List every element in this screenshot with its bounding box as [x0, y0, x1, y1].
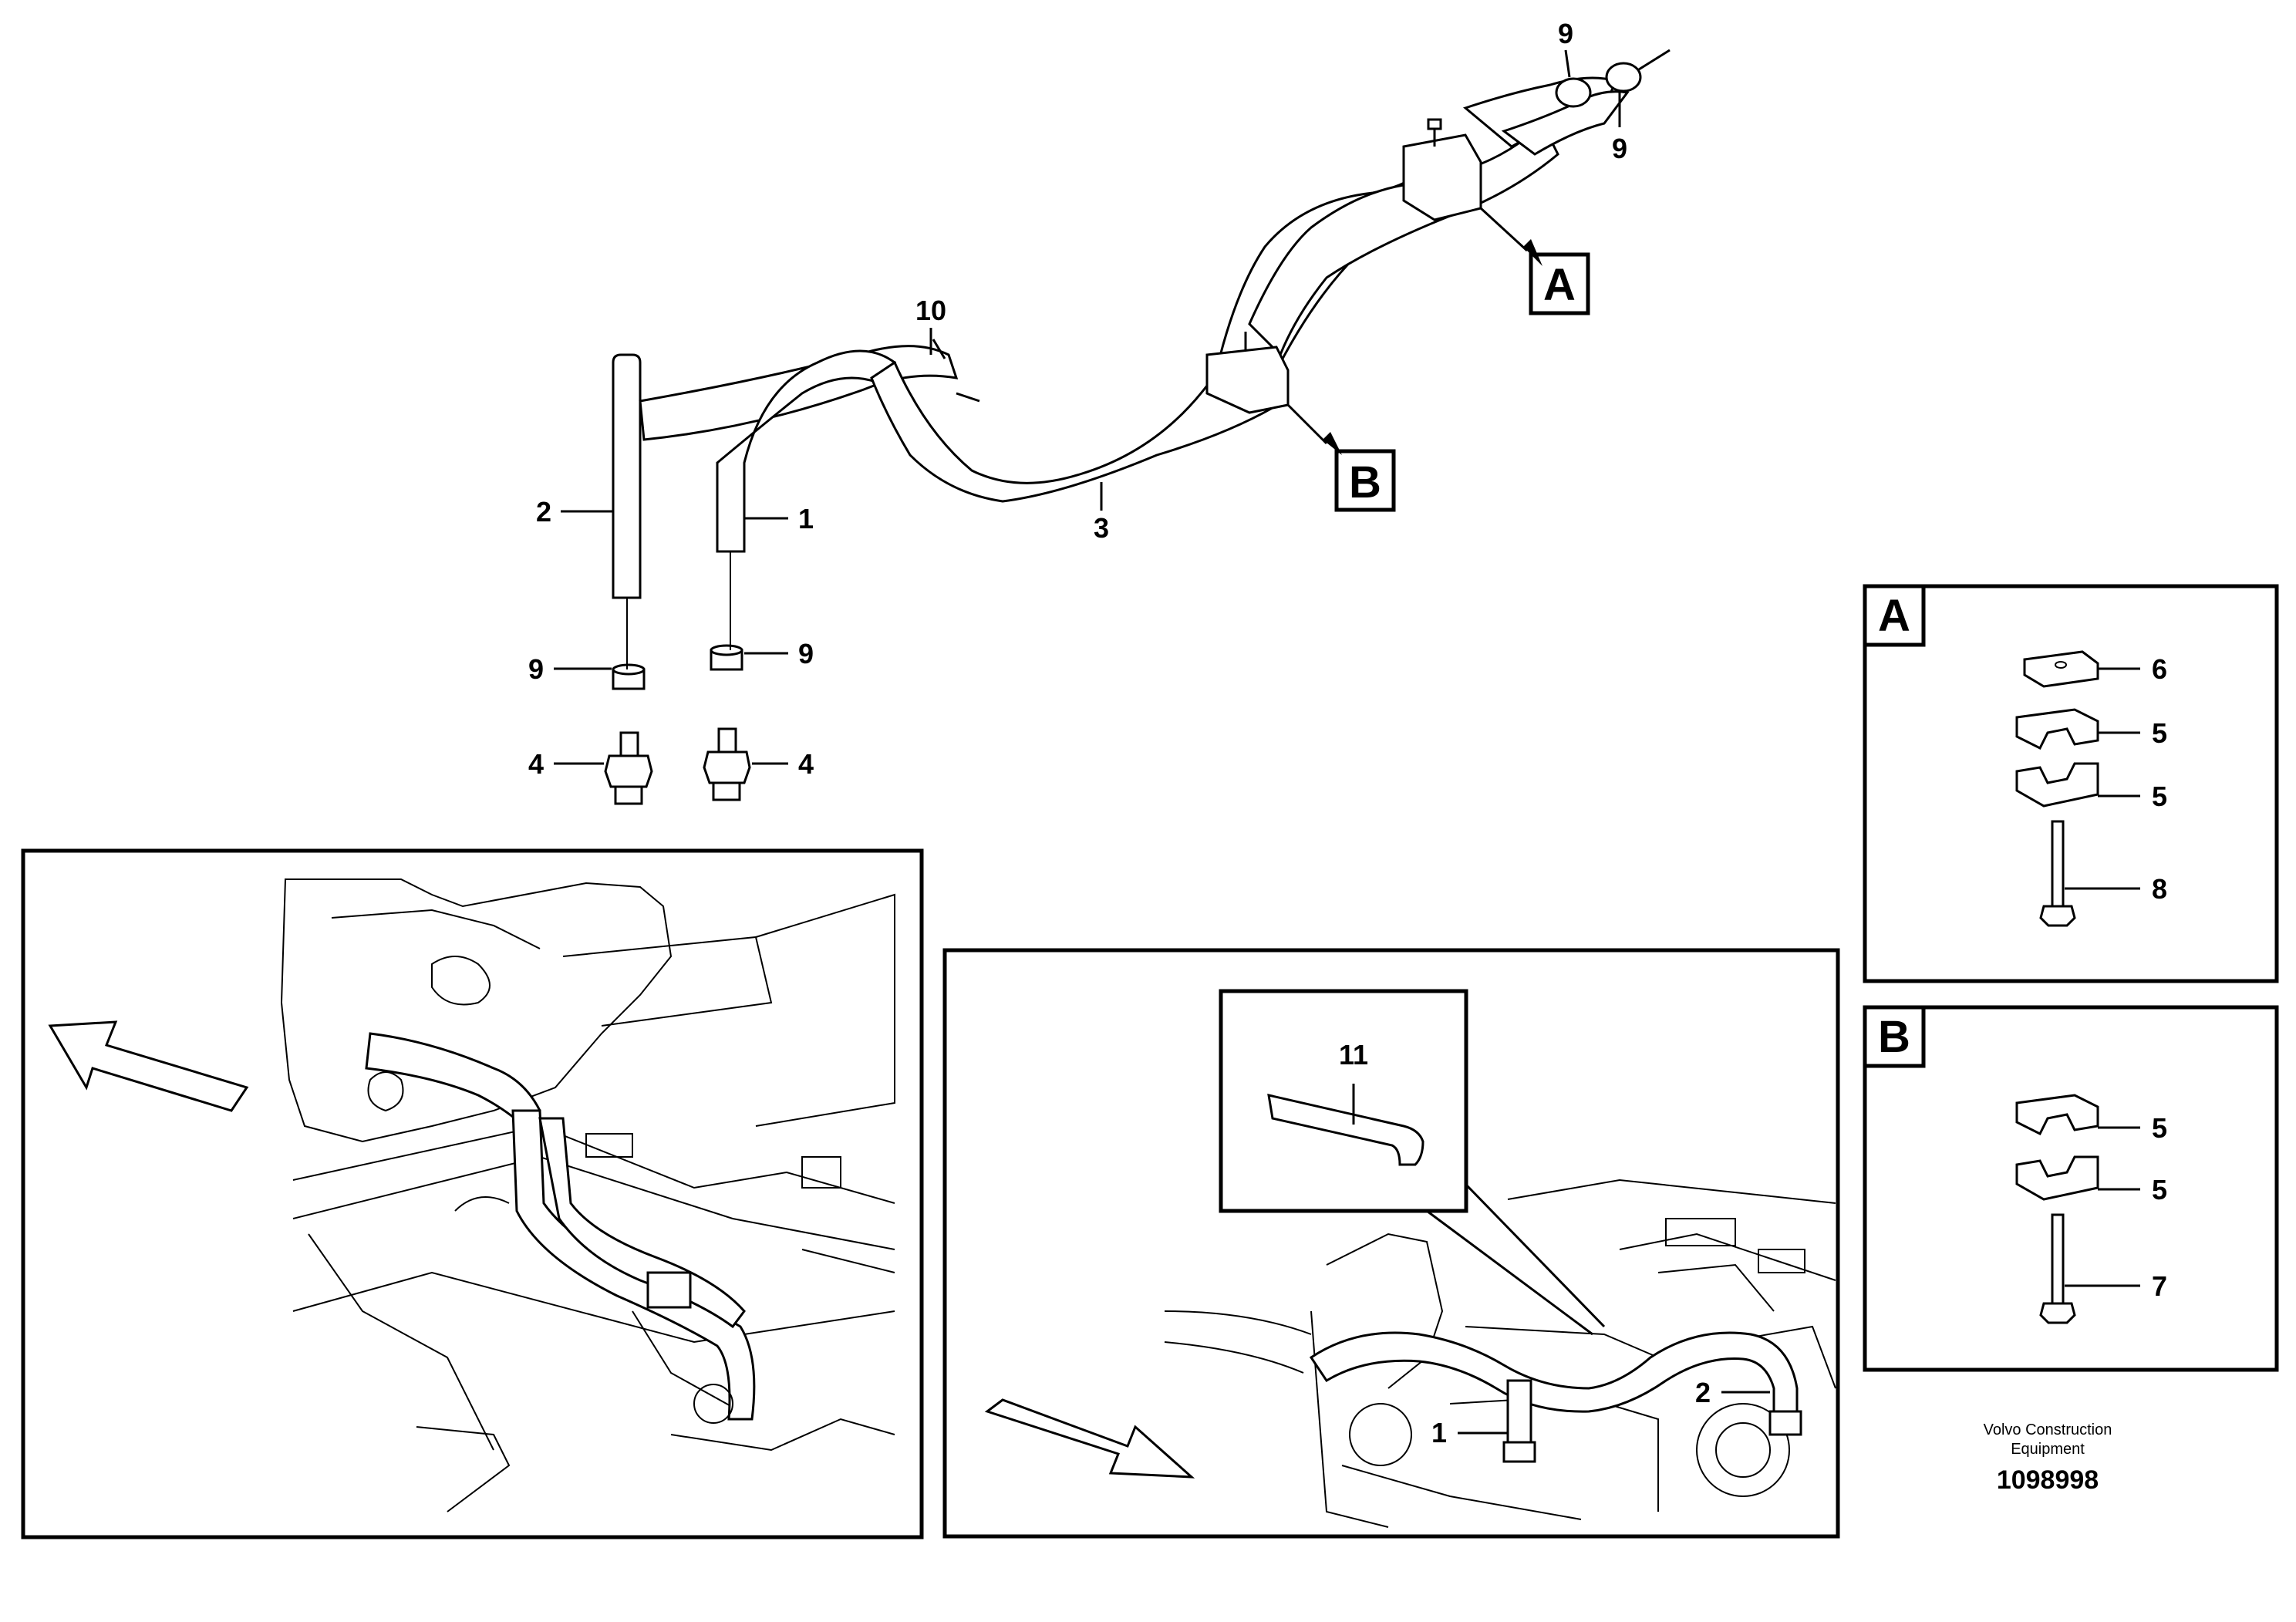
installation-view-left	[21, 848, 924, 1539]
svg-text:5: 5	[2152, 717, 2167, 749]
callout-10: 10	[915, 295, 946, 355]
reference-box-a: A	[1479, 207, 1590, 315]
svg-text:7: 7	[2152, 1270, 2167, 1302]
top-hose-clamps	[1555, 49, 1671, 108]
svg-text:1: 1	[1431, 1417, 1447, 1448]
svg-text:9: 9	[528, 653, 544, 685]
svg-text:3: 3	[1094, 512, 1109, 544]
svg-text:A: A	[1543, 260, 1576, 310]
svg-text:2: 2	[536, 496, 551, 528]
lower-hose-clamps	[612, 644, 743, 690]
callout-4-left: 4	[528, 748, 604, 780]
svg-text:5: 5	[2152, 781, 2167, 812]
document-number: 1098998	[1997, 1465, 2099, 1495]
photo-callout-2: 2	[1695, 1377, 1770, 1408]
callout-9-top-left: 9	[1558, 18, 1573, 78]
direction-arrow-left-icon	[48, 1020, 249, 1112]
svg-text:5: 5	[2152, 1112, 2167, 1144]
svg-text:11: 11	[1339, 1039, 1368, 1071]
svg-text:1: 1	[798, 503, 814, 534]
svg-text:5: 5	[2152, 1174, 2167, 1206]
hose-3	[870, 76, 1630, 503]
svg-text:2: 2	[1695, 1377, 1711, 1408]
svg-text:B: B	[1878, 1012, 1910, 1062]
detail-box-b: B 5 5 7	[1863, 1005, 2279, 1372]
svg-text:Equipment: Equipment	[2011, 1441, 2085, 1458]
inset-item-11: 11	[1219, 989, 1606, 1336]
svg-text:9: 9	[1558, 18, 1573, 49]
reference-box-b: B	[1286, 403, 1396, 512]
svg-text:Volvo Construction: Volvo Construction	[1984, 1421, 2112, 1438]
installation-view-right: 11	[942, 948, 1840, 1539]
direction-arrow-right-icon	[984, 1398, 1195, 1479]
fittings-4	[604, 727, 751, 805]
callout-9-right: 9	[744, 638, 814, 669]
svg-text:B: B	[1349, 457, 1381, 508]
photo-callout-1: 1	[1431, 1417, 1508, 1448]
clamp-block-a	[1402, 118, 1482, 221]
callout-3: 3	[1094, 482, 1109, 544]
detail-box-a: A 6 5 5 8	[1863, 584, 2279, 983]
callout-1: 1	[744, 503, 814, 534]
svg-text:8: 8	[2152, 873, 2167, 905]
svg-text:6: 6	[2152, 653, 2167, 685]
svg-text:9: 9	[1612, 133, 1627, 164]
svg-text:10: 10	[915, 295, 946, 326]
callout-4-right: 4	[752, 748, 814, 780]
callout-9-left: 9	[528, 653, 612, 685]
footer-brand: Volvo Construction Equipment 1098998	[1984, 1421, 2112, 1495]
svg-text:4: 4	[798, 748, 814, 780]
callout-9-top-right: 9	[1612, 93, 1627, 164]
main-hose-assembly	[604, 49, 1671, 805]
svg-text:9: 9	[798, 638, 814, 669]
svg-text:4: 4	[528, 748, 544, 780]
callout-2: 2	[536, 496, 613, 528]
svg-text:A: A	[1878, 591, 1910, 641]
clamp-10	[932, 339, 980, 403]
